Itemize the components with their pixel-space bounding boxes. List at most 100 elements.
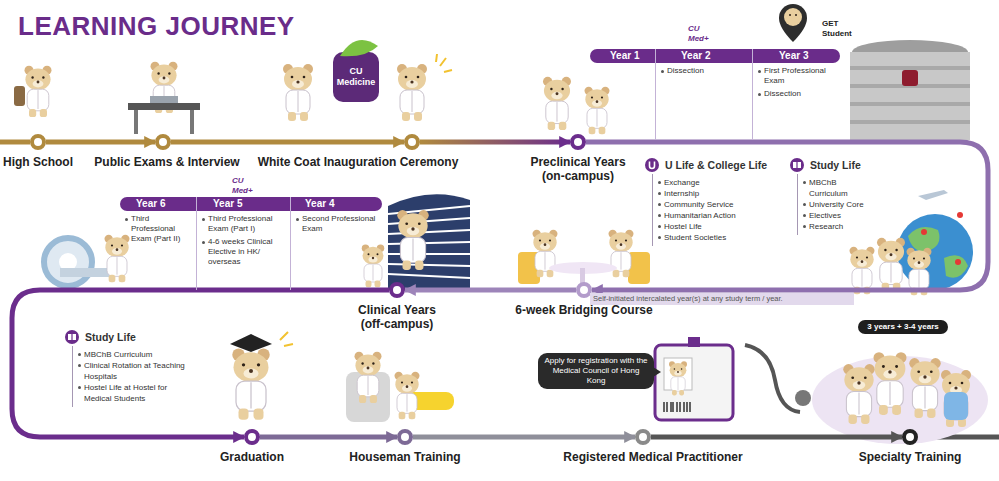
life-panel: Study LifeMBChB CurriculumUniversity Cor… xyxy=(790,158,870,235)
section-icon-glyph xyxy=(645,158,659,172)
hospital-building xyxy=(362,245,385,288)
high-school-scene xyxy=(14,66,52,117)
milestone-label: 6-week Bridging Course xyxy=(515,303,652,317)
section-list: MBChB CurriculumUniversity CoreElectives… xyxy=(797,174,870,235)
mri-scanner xyxy=(44,238,92,286)
section-item: Research xyxy=(798,221,870,232)
year-header: Year 2 xyxy=(656,49,752,63)
campus-building xyxy=(850,102,970,106)
year-header: Year 3 xyxy=(753,49,840,63)
milestone-dot: Specialty Training xyxy=(902,429,918,445)
campus-building xyxy=(850,66,970,70)
timeline-connector xyxy=(171,140,404,145)
year-header: Year 5 xyxy=(197,197,290,211)
graduation-scene xyxy=(230,332,293,420)
section-item: Humanitarian Action xyxy=(653,210,765,221)
location-pin xyxy=(779,4,807,42)
section-item: Exchange xyxy=(653,177,765,188)
specialty-scene xyxy=(909,358,941,418)
bridging-scene xyxy=(518,230,650,286)
timeline-connector xyxy=(651,435,902,440)
milestone-label: High School xyxy=(3,155,73,169)
duration-text: 3 years + 3-4 years xyxy=(867,322,938,331)
duration-pill: 3 years + 3-4 years xyxy=(858,320,948,334)
travel-globe xyxy=(877,238,905,291)
specialty-scene xyxy=(874,352,907,415)
year-header: Year 1 xyxy=(590,49,655,63)
exam-scene xyxy=(128,62,200,134)
section-heading: Study Life xyxy=(810,158,870,172)
section-icon xyxy=(645,158,659,172)
section-heading: U Life & College Life xyxy=(665,158,765,172)
milestone-dot: Clinical Years (off-campus) xyxy=(389,282,405,298)
graduation-scene xyxy=(232,349,270,420)
campus-building xyxy=(850,52,970,140)
milestone-label: Clinical Years (off-campus) xyxy=(352,303,442,331)
registration-card xyxy=(655,337,811,420)
exam-scene xyxy=(190,110,194,134)
travel-globe xyxy=(850,247,875,294)
high-school-scene xyxy=(25,66,52,117)
registration-card xyxy=(669,361,687,395)
milestone-dot: Preclinical Years (on-campus) xyxy=(570,134,586,150)
white-coat-scene xyxy=(283,64,313,121)
milestone-dot: High School xyxy=(30,134,46,150)
location-pin xyxy=(784,8,802,26)
houseman-scene xyxy=(346,352,454,422)
registration-card xyxy=(745,345,800,412)
track-start xyxy=(0,140,30,145)
annotation-label: GET Student xyxy=(822,19,862,39)
annotation-label: Self-initiated intercalated year(s) at a… xyxy=(590,293,854,305)
section-item: Community Service xyxy=(653,199,765,210)
year-item: Third Professional Exam (Part II) xyxy=(120,214,196,244)
annotation-label: CU Medicine xyxy=(336,66,376,88)
timeline-connector xyxy=(413,435,635,440)
campus-building xyxy=(902,70,918,86)
callout-text: Apply for registration with the Medical … xyxy=(543,356,649,386)
travel-globe xyxy=(921,229,927,235)
section-icon xyxy=(790,158,804,172)
mri-scanner xyxy=(44,235,130,286)
milestone-label: White Coat Inauguration Ceremony xyxy=(258,155,459,169)
section-icon-glyph xyxy=(793,162,801,168)
white-coat-scene xyxy=(397,64,427,121)
exam-scene xyxy=(134,110,138,134)
section-item: Hostel Life xyxy=(653,221,765,232)
section-item: MBChB Curriculum xyxy=(798,177,870,199)
location-pin xyxy=(779,4,807,42)
year-column: Year 1 xyxy=(590,49,655,140)
timeline-connector xyxy=(405,288,576,293)
year-header: Year 4 xyxy=(291,197,382,211)
section-list: ExchangeInternshipCommunity ServiceHuman… xyxy=(652,174,765,246)
white-coat-scene xyxy=(340,40,378,56)
year-column: Year 3First Professional ExamDissection xyxy=(752,49,840,140)
milestone-label: Graduation xyxy=(220,450,284,464)
timeline-connector xyxy=(420,140,570,145)
white-coat-scene xyxy=(333,52,379,102)
graduation-scene xyxy=(230,334,272,352)
exam-scene xyxy=(150,96,178,103)
location-pin xyxy=(795,14,797,16)
milestone-dot: White Coat Inauguration Ceremony xyxy=(404,134,420,150)
specialty-scene xyxy=(941,370,971,427)
high-school-scene xyxy=(14,86,25,106)
milestone-dot: Graduation xyxy=(244,429,260,445)
campus-building xyxy=(850,120,970,124)
hospital-building xyxy=(388,194,470,290)
year-item: First Professional Exam xyxy=(753,66,840,86)
preclinical-scene xyxy=(585,87,610,135)
annotation-label: CU Med+ xyxy=(688,24,712,44)
milestone-label: Houseman Training xyxy=(349,450,460,464)
timeline-connector xyxy=(586,142,988,290)
preclinical-scene xyxy=(543,77,571,130)
section-icon xyxy=(65,330,79,344)
registration-card xyxy=(688,337,700,347)
exam-scene xyxy=(128,103,200,110)
section-icon-glyph xyxy=(65,330,79,344)
year-item: Second Professional Exam xyxy=(291,214,382,234)
preclinical-scene xyxy=(543,77,610,134)
milestone-dot: Public Exams & Interview xyxy=(155,134,171,150)
year-column: Year 5Third Professional Exam (Part I)4-… xyxy=(196,197,290,290)
diagram-title: LEARNING JOURNEY xyxy=(18,11,295,42)
section-icon-glyph xyxy=(68,334,76,340)
